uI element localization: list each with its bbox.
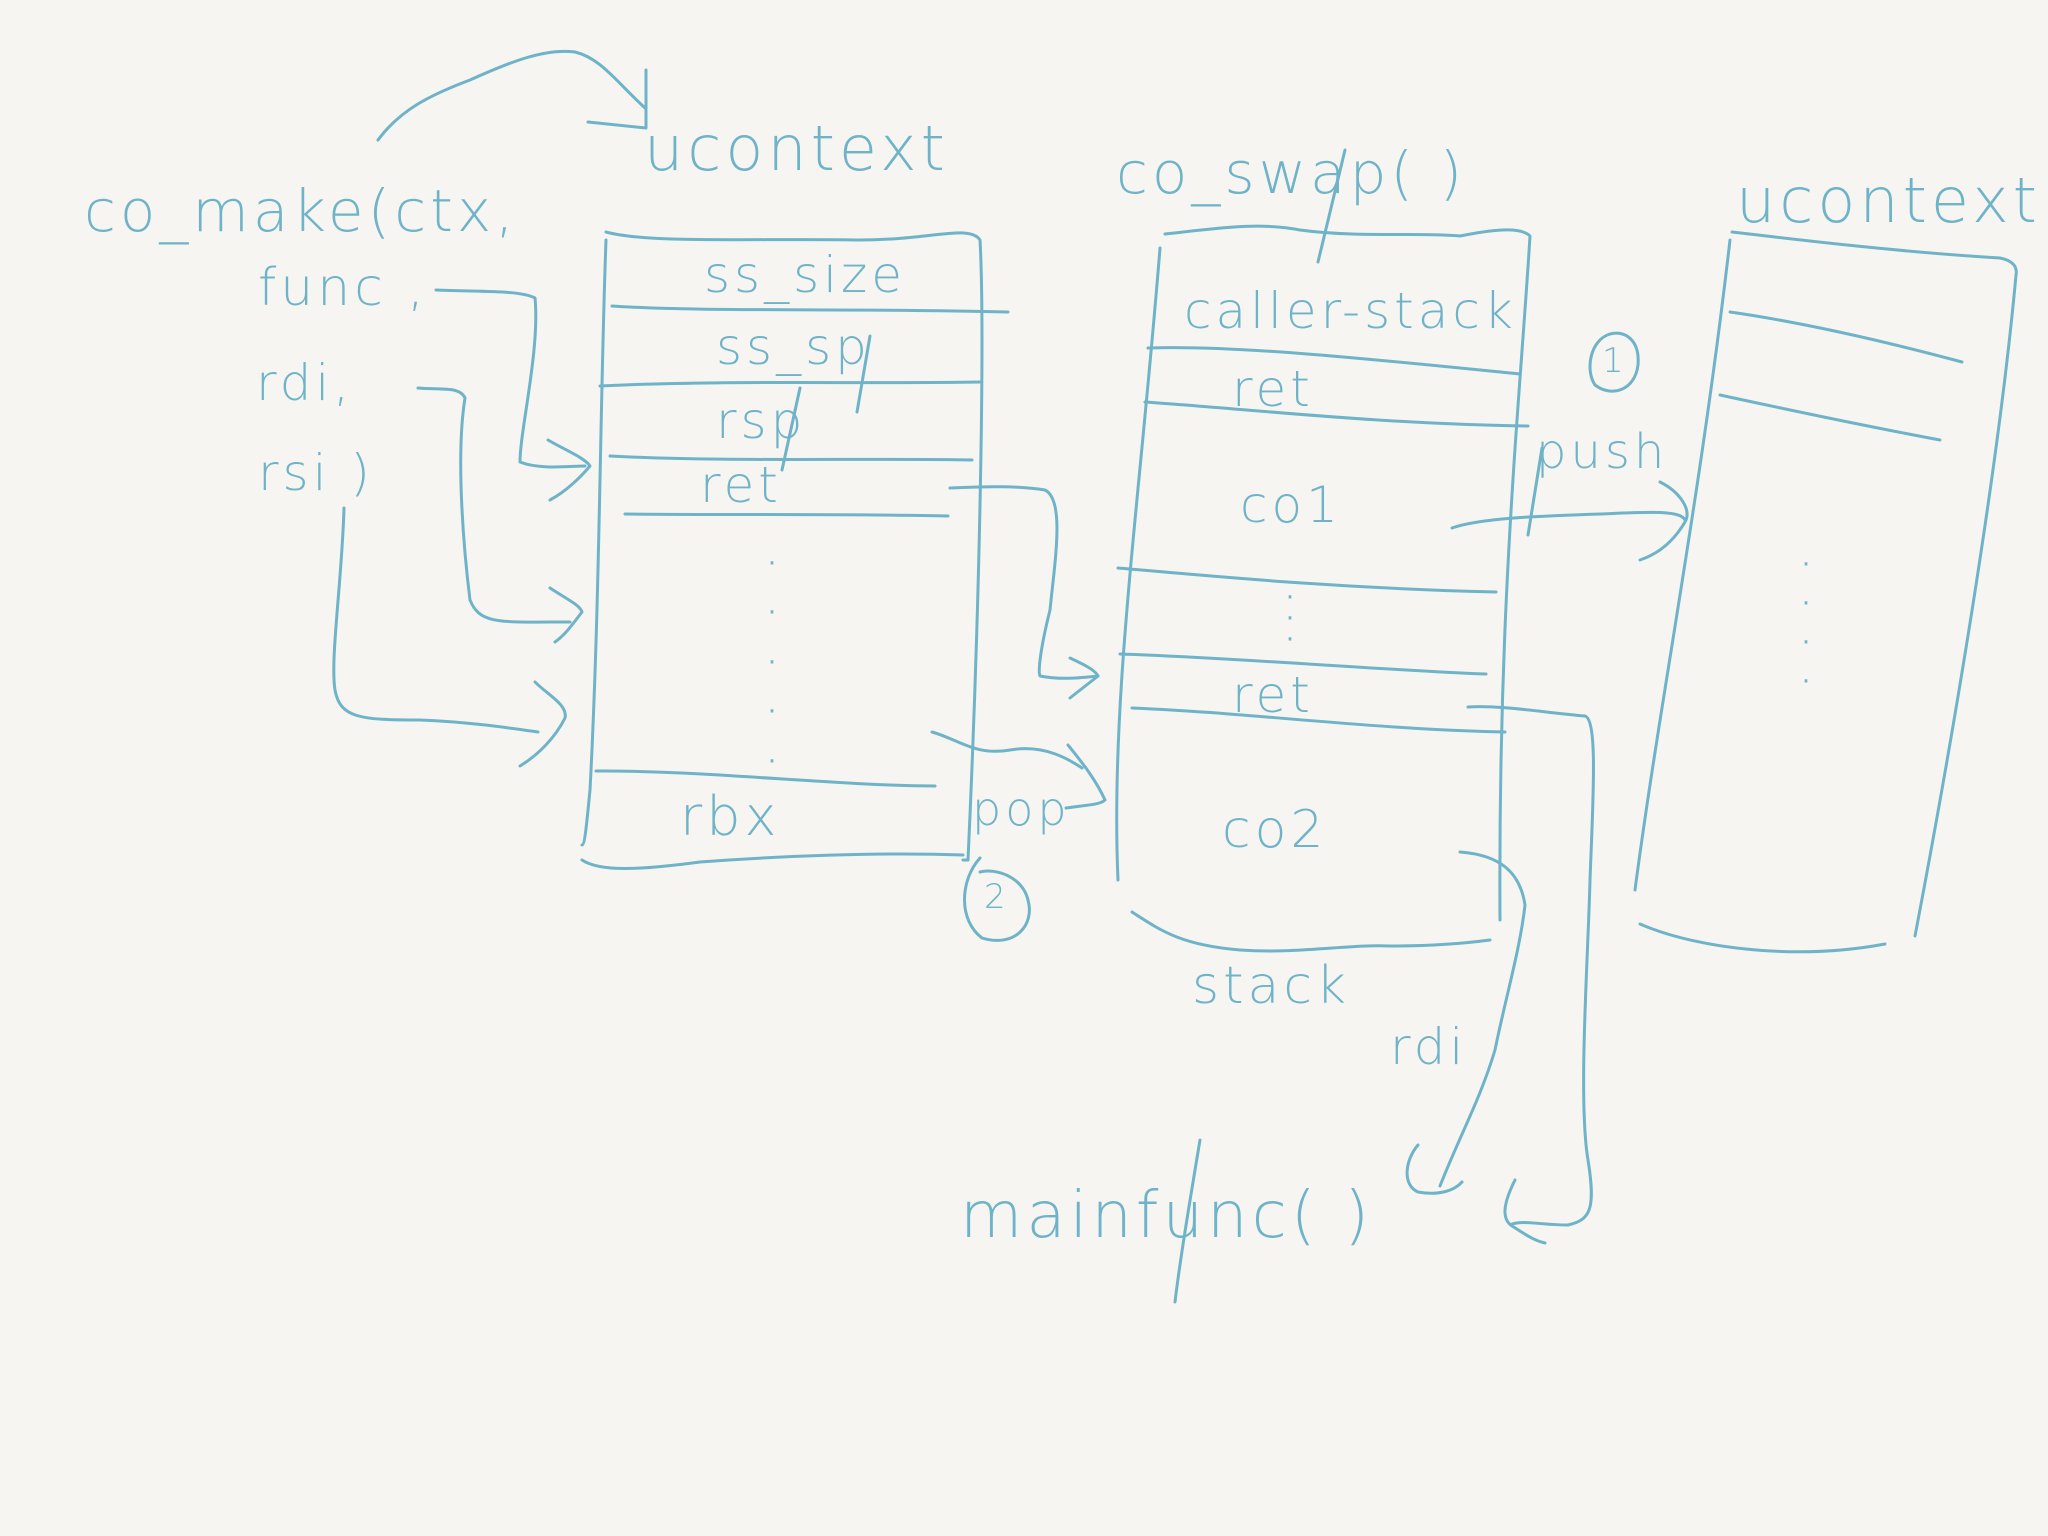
step-one-number: 1 <box>1602 341 1624 381</box>
left-box-row-4 <box>623 512 950 518</box>
arrow-ret-to-stack <box>948 485 1100 680</box>
circle-step-two <box>963 856 1031 942</box>
ret-field-top: ret <box>1232 360 1314 418</box>
arrowhead-ret-to-stack <box>1068 656 1100 700</box>
right-box-ellipsis: · · · · <box>1801 550 1811 697</box>
rsi-arg: rsi ) <box>258 444 374 502</box>
rdi-bottom-label: rdi <box>1390 1018 1468 1076</box>
arrowhead-rsi <box>518 680 567 768</box>
arrow-co2-to-rdi <box>1438 850 1527 1188</box>
co1-frame: co1 <box>1240 476 1342 534</box>
arrow-rsi <box>332 506 540 734</box>
ret-field-bottom: ret <box>1232 666 1314 724</box>
pop-label: pop <box>972 782 1071 836</box>
ucontext-left-title: ucontext <box>644 112 949 185</box>
ss-sp-field: ss_sp <box>716 318 871 376</box>
co-swap-tick <box>1316 148 1347 264</box>
arrowhead-push <box>1638 480 1689 562</box>
arrowhead-pop <box>1064 743 1107 810</box>
ss-sp-tick <box>855 334 872 414</box>
co2-frame: co2 <box>1222 800 1328 860</box>
arrowhead-rdi-mainfunc <box>1405 1143 1464 1195</box>
arrowhead-func <box>546 438 592 502</box>
mainfunc-stroke <box>1173 1138 1202 1304</box>
arrow-rdi <box>416 386 572 624</box>
push-label: push <box>1536 424 1669 480</box>
left-box-row-5 <box>594 769 937 788</box>
step-two-number: 2 <box>984 877 1006 917</box>
stack-caption: stack <box>1192 956 1351 1016</box>
arrowhead-rdi <box>548 586 584 644</box>
rdi-arg: rdi, <box>256 354 354 412</box>
stack-row-3 <box>1116 566 1498 594</box>
co-swap-call: co_swap( ) <box>1116 139 1467 207</box>
push-tick <box>1526 446 1544 537</box>
left-box-row-2 <box>598 380 982 388</box>
arrow-push <box>1450 510 1687 530</box>
ss-size-field: ss_size <box>704 246 907 304</box>
left-box-row-1 <box>610 304 1010 314</box>
rsp-tick <box>780 386 802 472</box>
caller-stack-field: caller-stack <box>1184 282 1517 340</box>
ucontext-right-title: ucontext <box>1736 164 2041 237</box>
arrow-ret-to-mainfunc <box>1466 705 1595 1227</box>
right-box-row-1 <box>1728 310 1964 364</box>
arrowhead-mainfunc <box>1503 1178 1547 1245</box>
arrow-func <box>434 288 587 469</box>
rbx-field: rbx <box>680 785 781 848</box>
circle-step-one <box>1588 331 1640 393</box>
arrowhead-ucontext <box>586 68 648 130</box>
arrow-pop <box>930 730 1084 770</box>
mainfunc-call: mainfunc( ) <box>960 1179 1374 1253</box>
rsp-field: rsp <box>716 392 807 450</box>
arrow-co-make-to-ucontext <box>376 49 647 142</box>
left-ucontext-box <box>580 230 984 870</box>
co-make-call: co_make(ctx, <box>84 177 518 245</box>
stack-ellipsis: · · · <box>1285 583 1295 655</box>
ret-field-left: ret <box>700 456 782 514</box>
stack-row-1 <box>1146 346 1522 376</box>
stack-row-5 <box>1130 706 1507 734</box>
right-ucontext-box <box>1633 230 2018 954</box>
middle-stack-box <box>1115 224 1532 953</box>
left-box-ellipsis: · · · · · <box>767 549 777 777</box>
stack-row-4 <box>1118 652 1488 676</box>
left-box-row-3 <box>608 454 974 462</box>
stack-row-2 <box>1143 400 1530 428</box>
func-arg: func , <box>258 258 428 318</box>
right-box-row-2 <box>1718 393 1942 442</box>
